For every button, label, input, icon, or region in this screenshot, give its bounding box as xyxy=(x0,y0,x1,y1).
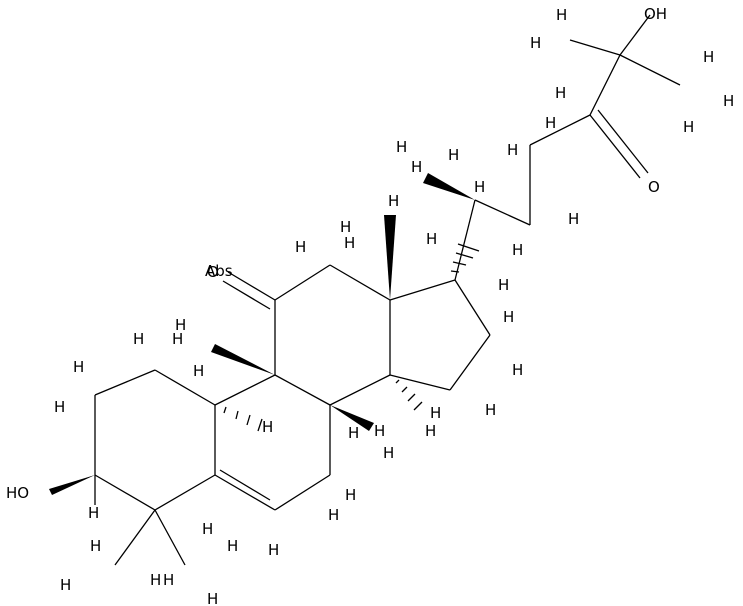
h-label: H xyxy=(485,401,496,419)
c3-hydroxyl-label: HO xyxy=(6,484,29,502)
h-label: H xyxy=(474,178,485,196)
h-label: H xyxy=(227,537,238,555)
h-label: H xyxy=(60,576,71,594)
h-label: H xyxy=(512,241,523,259)
h-label: H xyxy=(202,520,213,538)
h-label: H xyxy=(425,422,436,440)
stereo-wedges xyxy=(49,173,475,495)
heteroatom-labels: HO Abs O O OH xyxy=(6,5,667,502)
h-label: H xyxy=(703,48,714,66)
h-label: H xyxy=(683,118,694,136)
h-label: H xyxy=(507,141,518,159)
h-label: H xyxy=(175,316,186,334)
h-label: H xyxy=(54,398,65,416)
h-label: H xyxy=(448,146,459,164)
h-label: H xyxy=(396,138,407,156)
h-label: H xyxy=(530,34,541,52)
wedge-c8-methyl xyxy=(330,405,374,431)
h-label: H xyxy=(348,424,359,442)
h-label: H xyxy=(133,330,144,348)
h-label: H xyxy=(340,218,351,236)
h-label: H xyxy=(556,6,567,24)
c24-oxygen-label: O xyxy=(648,178,660,196)
c25-hydroxyl-label: OH xyxy=(644,5,667,23)
h-label: H xyxy=(328,506,339,524)
h-label: H xyxy=(723,92,734,110)
wedge-c3-oh xyxy=(49,475,95,495)
h-label: H xyxy=(512,361,523,379)
h-label: H xyxy=(345,486,356,504)
h-label: H xyxy=(430,404,441,422)
h-label: H xyxy=(73,358,84,376)
h-label: H xyxy=(90,537,101,555)
h-label: H xyxy=(568,210,579,228)
h-label: H xyxy=(88,504,99,522)
h-label: H xyxy=(388,192,399,210)
h-label: H xyxy=(374,422,385,440)
wedge-c10-methyl xyxy=(211,344,275,375)
hydrogen-labels: H H H H H H H H H H H H H H H H H H H H … xyxy=(54,6,734,606)
h-label: H xyxy=(498,276,509,294)
h-label: H xyxy=(163,571,174,589)
h-label: H xyxy=(555,84,566,102)
abs-label: Abs xyxy=(205,262,233,280)
c11-oxygen-label: O xyxy=(207,263,219,281)
h-label: H xyxy=(172,330,183,348)
h-label: H xyxy=(207,590,218,606)
h-label: H xyxy=(503,308,514,326)
wedge-c20-methyl xyxy=(423,173,475,200)
h-label: H xyxy=(344,234,355,252)
skeleton-bonds xyxy=(94,14,681,566)
h-label: H xyxy=(193,362,204,380)
h-label: H xyxy=(150,571,161,589)
h-label: H xyxy=(295,238,306,256)
stereo-hashes xyxy=(223,243,480,432)
h-label: H xyxy=(383,444,394,462)
h-label: H xyxy=(268,541,279,559)
h-label: H xyxy=(426,230,437,248)
h-label: H xyxy=(411,158,422,176)
wedge-c13-methyl xyxy=(384,215,396,300)
h-label: H xyxy=(545,114,556,132)
h-label: H xyxy=(262,418,273,436)
